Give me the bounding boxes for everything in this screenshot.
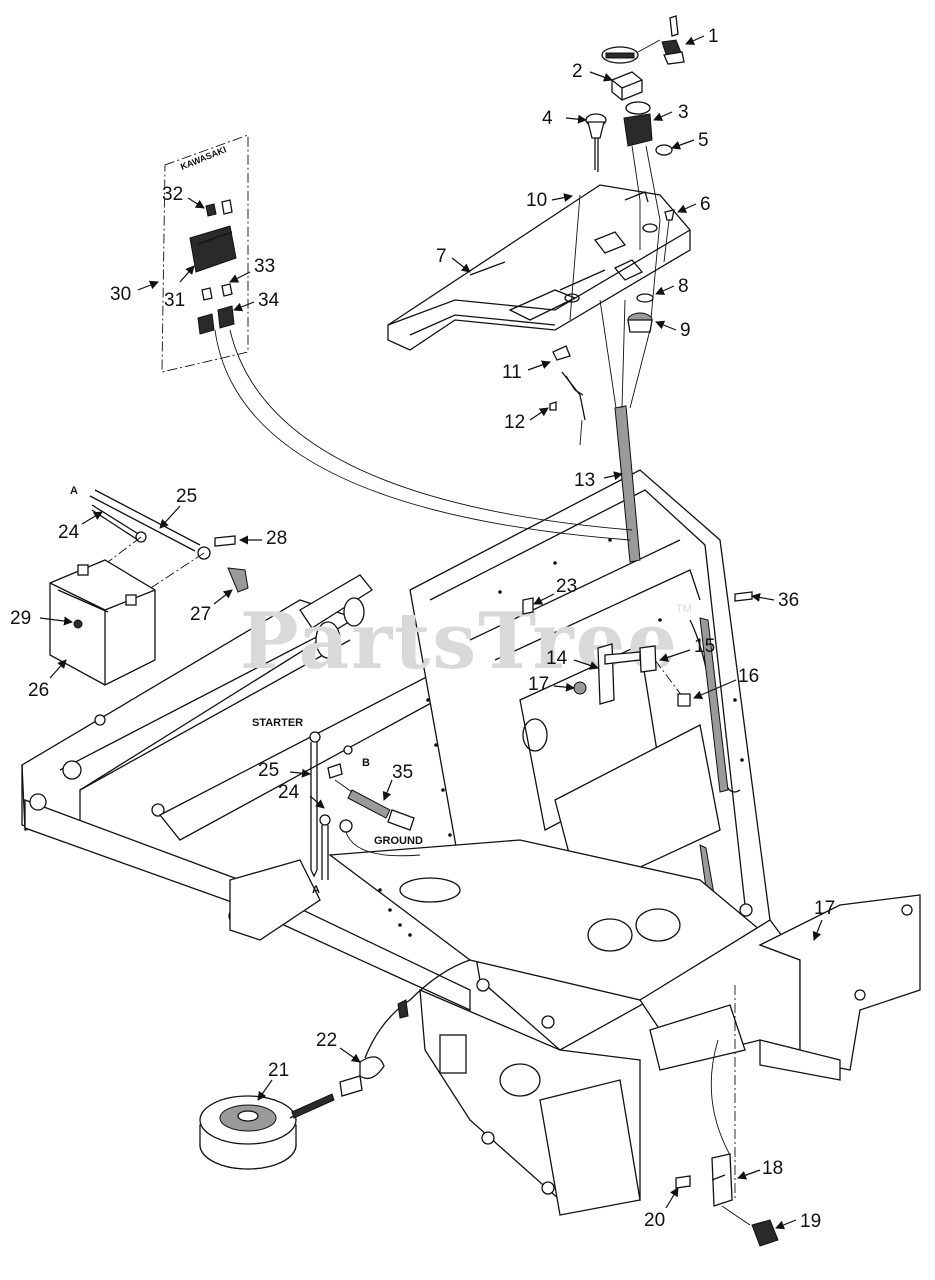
callout-22: 22 bbox=[316, 1030, 337, 1051]
callout-15: 15 bbox=[694, 636, 715, 657]
battery-group: A bbox=[49, 485, 249, 686]
callout-27: 27 bbox=[190, 604, 211, 625]
washer bbox=[655, 144, 673, 156]
label-ground: GROUND bbox=[374, 835, 423, 847]
callout-31: 31 bbox=[164, 290, 185, 311]
label-b: B bbox=[362, 757, 370, 769]
callout-25-lower: 25 bbox=[258, 760, 279, 781]
callout-28: 28 bbox=[266, 528, 287, 549]
leader-lines bbox=[39, 35, 823, 1230]
pto-switch bbox=[623, 101, 661, 331]
callout-25-upper: 25 bbox=[176, 486, 197, 507]
callout-5: 5 bbox=[698, 130, 709, 151]
watermark-tm: TM bbox=[676, 603, 692, 615]
throttle-knob bbox=[585, 113, 607, 172]
callout-19: 19 bbox=[800, 1211, 821, 1232]
callout-34: 34 bbox=[258, 290, 280, 311]
pto-clutch bbox=[199, 959, 471, 1170]
ignition-key bbox=[601, 15, 685, 65]
panel-screw bbox=[663, 209, 675, 263]
callout-12: 12 bbox=[504, 412, 525, 433]
callout-35: 35 bbox=[392, 762, 413, 783]
throttle-cable bbox=[549, 194, 586, 446]
callout-29: 29 bbox=[10, 608, 31, 629]
hour-meter bbox=[627, 312, 653, 333]
callout-4: 4 bbox=[542, 108, 553, 129]
callout-13: 13 bbox=[574, 470, 595, 491]
callout-24-lower: 24 bbox=[278, 782, 300, 803]
callout-36: 36 bbox=[778, 590, 799, 611]
callout-1: 1 bbox=[708, 26, 719, 47]
callout-20: 20 bbox=[644, 1210, 665, 1231]
seat-switch bbox=[675, 985, 779, 1247]
callout-10: 10 bbox=[526, 190, 547, 211]
callout-32: 32 bbox=[162, 184, 183, 205]
kawasaki-label: KAWASAKI bbox=[179, 144, 228, 171]
callout-11: 11 bbox=[502, 362, 522, 383]
callout-17-upper: 17 bbox=[528, 674, 549, 695]
callout-33: 33 bbox=[254, 256, 275, 277]
starter-cables: STARTER A B GROUND bbox=[252, 717, 423, 896]
label-a-top: A bbox=[70, 485, 78, 497]
dash-panel bbox=[387, 184, 691, 351]
pto-knob-cap bbox=[611, 71, 643, 101]
label-starter: STARTER bbox=[252, 717, 303, 729]
callout-24-upper: 24 bbox=[58, 522, 80, 543]
callout-26: 26 bbox=[28, 680, 49, 701]
wire-harness bbox=[214, 299, 651, 563]
callout-7: 7 bbox=[436, 246, 447, 267]
seat-switch-bracket bbox=[522, 591, 753, 707]
callout-labels: 1 2 3 4 5 6 7 8 9 10 11 12 13 14 15 16 1… bbox=[10, 26, 835, 1232]
callout-23: 23 bbox=[556, 576, 577, 597]
callout-3: 3 bbox=[678, 102, 689, 123]
callout-8: 8 bbox=[678, 276, 689, 297]
callout-6: 6 bbox=[700, 194, 711, 215]
callout-21: 21 bbox=[268, 1060, 289, 1081]
kawasaki-kit: KAWASAKI bbox=[161, 134, 249, 373]
callout-14: 14 bbox=[546, 648, 568, 669]
callout-2: 2 bbox=[572, 61, 583, 82]
callout-9: 9 bbox=[680, 320, 691, 341]
callout-18: 18 bbox=[762, 1158, 783, 1179]
retainer-clip bbox=[636, 293, 654, 303]
callout-16: 16 bbox=[738, 666, 759, 687]
callout-17-lower: 17 bbox=[814, 898, 835, 919]
callout-30: 30 bbox=[110, 284, 131, 305]
label-a-bottom: A bbox=[312, 884, 320, 896]
tractor-frame: PartsTree TM bbox=[21, 469, 921, 1216]
